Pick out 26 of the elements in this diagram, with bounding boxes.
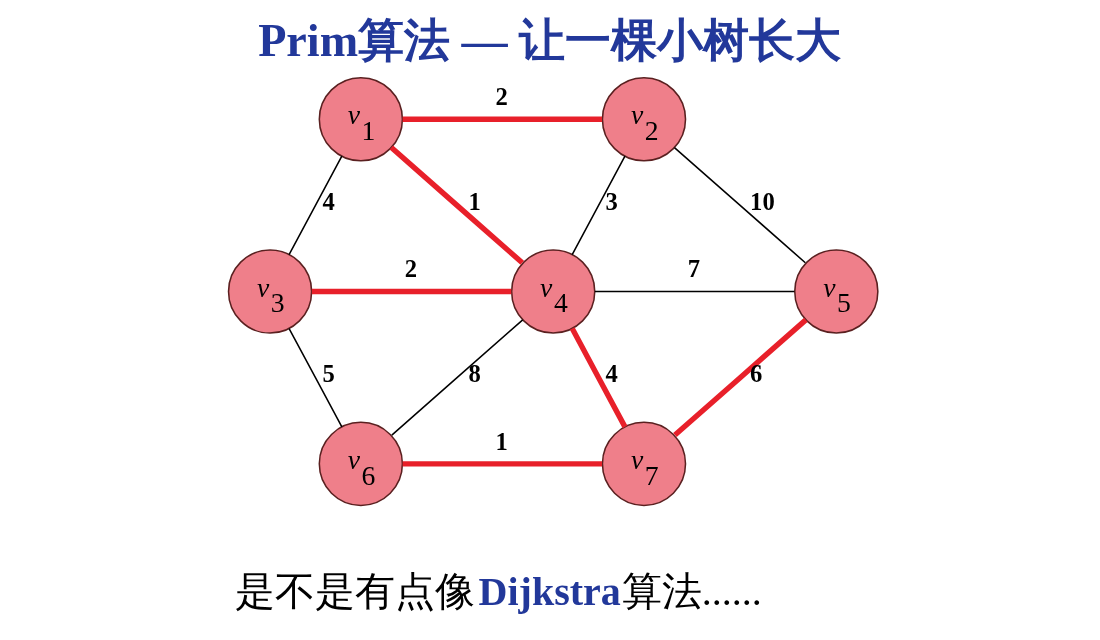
edge-label: 1 <box>494 427 508 455</box>
connector <box>593 290 795 293</box>
connector <box>673 146 806 264</box>
connector <box>569 327 627 429</box>
connector <box>390 319 523 436</box>
connector <box>402 461 602 467</box>
connector <box>389 145 524 265</box>
edge-label: 4 <box>321 187 335 215</box>
connector <box>570 155 626 256</box>
edge-label: 5 <box>321 360 335 388</box>
connector <box>287 327 343 428</box>
connector <box>311 288 511 295</box>
connector <box>672 317 808 438</box>
edge-label: 2 <box>404 255 417 283</box>
edge-label: 7 <box>687 255 700 283</box>
edge-label: 1 <box>468 187 481 215</box>
connector <box>402 116 602 122</box>
connector <box>287 155 343 256</box>
edge-label: 2 <box>494 83 508 111</box>
edge-label: 4 <box>605 360 618 388</box>
edge-label: 10 <box>749 187 775 215</box>
edge-label: 6 <box>749 360 762 388</box>
edge-label: 3 <box>605 187 618 215</box>
edge-label: 8 <box>468 360 481 388</box>
caption: 是不是有点像Dijkstra算法...... <box>234 569 762 615</box>
diagram-title: Prim算法 — 让一棵小树长大 <box>257 15 841 67</box>
